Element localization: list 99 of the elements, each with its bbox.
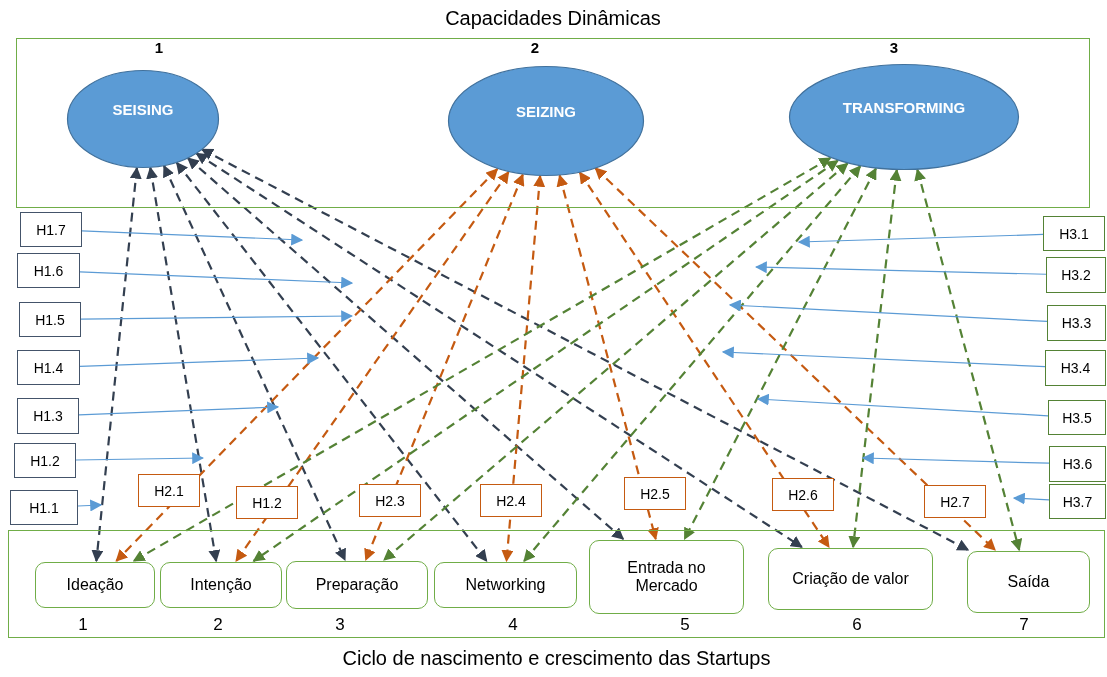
number-label: 6	[851, 615, 863, 635]
number-label: 2	[212, 615, 224, 635]
stage-box	[768, 548, 933, 610]
number-label: 5	[679, 615, 691, 635]
arrow	[754, 261, 1047, 275]
dashed-arrow	[578, 171, 830, 548]
arrow	[77, 499, 103, 512]
stage-box	[160, 562, 282, 608]
node-label: H1.1	[28, 499, 60, 516]
dashed-arrow	[594, 167, 996, 551]
dashed-arrow	[914, 168, 1023, 552]
node-label: Intenção	[189, 576, 253, 594]
node-label: H3.6	[1061, 456, 1094, 472]
edge-label: H2.4	[480, 484, 542, 517]
dashed-arrow	[175, 161, 488, 562]
number-label: 1	[77, 615, 89, 635]
hypothesis-box	[1046, 257, 1106, 293]
stage-box	[589, 540, 744, 614]
stage-box	[967, 551, 1090, 613]
stage-box	[434, 562, 577, 608]
node-label: H3.7	[1061, 493, 1094, 510]
dashed-arrow	[195, 152, 803, 548]
dashed-arrow	[252, 159, 839, 562]
hypothesis-box	[1049, 484, 1106, 519]
dashed-arrow	[364, 173, 525, 562]
dashed-arrow	[848, 168, 902, 549]
hypothesis-box	[1045, 350, 1106, 386]
arrow	[728, 299, 1048, 323]
node-label: Saída	[1006, 573, 1051, 591]
group-title: Ciclo de nascimento e crescimento das Startups	[341, 647, 772, 670]
number-label: 3	[334, 615, 346, 635]
dashed-arrow	[235, 171, 510, 562]
number-label: 2	[529, 39, 541, 56]
node-label: Entrada no Mercado	[626, 559, 707, 595]
node-label: Ideação	[65, 576, 125, 594]
dashed-arrow	[146, 166, 221, 563]
dashed-arrow	[383, 162, 849, 561]
arrow	[797, 233, 1044, 248]
hypothesis-box	[17, 253, 80, 288]
node-label: Networking	[464, 576, 547, 594]
hypothesis-box	[20, 212, 82, 247]
edge-label: H2.1	[138, 474, 200, 507]
number-label: 1	[153, 39, 165, 56]
hypothesis-box	[10, 490, 78, 525]
arrow	[75, 452, 205, 465]
arrow	[81, 230, 304, 246]
group-title: Capacidades Dinâmicas	[444, 7, 662, 30]
hypothesis-box	[1049, 446, 1106, 482]
stage-box	[35, 562, 155, 608]
node-label: TRANSFORMING	[841, 99, 967, 116]
stage-box	[286, 561, 428, 609]
arrow	[721, 346, 1046, 368]
arrow	[79, 352, 320, 367]
edge-label: H2.3	[359, 484, 421, 517]
arrow	[78, 401, 280, 416]
node-label: Preparação	[314, 576, 400, 594]
dashed-arrow	[200, 148, 970, 551]
edge-label: H1.2	[236, 486, 298, 519]
edge-label: H2.6	[772, 478, 834, 511]
node-label: SEISING	[111, 101, 175, 118]
dashed-arrow	[187, 157, 625, 540]
arrow	[80, 310, 354, 323]
node-label: H1.7	[35, 221, 67, 238]
arrow	[861, 452, 1050, 465]
hypothesis-box	[14, 443, 76, 478]
hypothesis-box	[1048, 400, 1106, 435]
node-label: SEIZING	[515, 103, 577, 120]
edge-label: H2.7	[924, 485, 986, 518]
hypothesis-box	[17, 398, 79, 434]
dashed-arrow	[523, 165, 862, 562]
dashed-arrow	[501, 174, 546, 563]
node-label: Criação de valor	[791, 570, 910, 588]
node-label: H1.4	[32, 359, 65, 376]
hypothesis-box	[17, 350, 80, 385]
node-label: H1.3	[32, 408, 64, 424]
arrow	[756, 393, 1049, 417]
dashed-arrow	[91, 166, 142, 563]
node-label: H3.5	[1061, 409, 1093, 426]
node-label: H3.3	[1060, 315, 1093, 331]
hypothesis-box	[19, 302, 81, 337]
dashed-arrow	[683, 167, 877, 541]
dashed-arrow	[132, 157, 832, 562]
hypothesis-box	[1043, 216, 1105, 251]
arrow	[79, 271, 354, 289]
arrow	[1012, 492, 1050, 505]
node-label: H1.6	[32, 262, 65, 279]
number-label: 7	[1018, 615, 1030, 635]
number-label: 3	[888, 39, 900, 56]
dashed-arrow	[556, 174, 659, 541]
hypothesis-box	[1047, 305, 1106, 341]
node-label: H3.2	[1060, 267, 1092, 283]
node-label: H3.1	[1058, 225, 1090, 242]
node-label: H1.5	[34, 311, 66, 328]
node-label: H1.2	[29, 452, 61, 469]
dashed-arrow	[163, 164, 346, 562]
edge-label: H2.5	[624, 477, 686, 510]
node-label: H3.4	[1059, 360, 1092, 376]
dashed-arrow	[115, 168, 499, 562]
number-label: 4	[507, 615, 519, 635]
